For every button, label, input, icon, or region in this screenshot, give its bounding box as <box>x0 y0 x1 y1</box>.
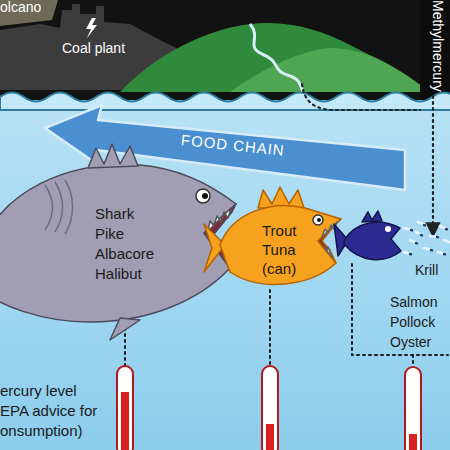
fish-fin <box>88 144 138 168</box>
mercury-flow-arrow <box>432 96 434 230</box>
fish-species-label: Trout Tuna (can) <box>262 221 296 278</box>
scale-label: EPA advice for <box>0 402 97 419</box>
fish-node: Trout Tuna (can) <box>215 195 345 295</box>
fish-fin <box>110 318 140 340</box>
mercury-flow-line <box>302 84 420 110</box>
sky <box>420 0 450 100</box>
scale-label: onsumption) <box>0 422 83 439</box>
fish-body <box>344 222 401 259</box>
fish-fin <box>258 187 304 208</box>
fish-teeth <box>208 208 231 231</box>
fish-species-label: Shark Pike Albacore Halibut <box>95 204 154 284</box>
arrow-label: FOOD CHAIN <box>180 131 285 159</box>
mercury-level <box>266 424 274 450</box>
fish-gills <box>45 180 73 234</box>
scale-label: ercury level <box>0 382 77 399</box>
thermometer <box>262 366 278 450</box>
fish-pupil <box>317 218 321 222</box>
fish-pupil <box>202 193 208 199</box>
fish-eye <box>385 226 391 232</box>
leader-line <box>412 355 414 367</box>
mercury-level <box>121 392 129 450</box>
lightning-symbol <box>86 18 97 38</box>
fish-body <box>220 206 341 285</box>
substance-label: Methylmercury <box>430 0 446 92</box>
krill <box>404 222 449 254</box>
organism-label: Krill <box>415 262 438 278</box>
thermometers <box>117 366 421 450</box>
fish-eye <box>196 189 210 203</box>
fish-node: Shark Pike Albacore Halibut <box>0 160 240 330</box>
fish-outline <box>335 212 405 267</box>
volcano <box>0 0 58 26</box>
krill-swarm <box>404 222 449 254</box>
fish-eye <box>313 215 323 225</box>
leader-line <box>269 290 271 366</box>
thermometer <box>405 367 421 450</box>
mercury-level <box>409 434 417 450</box>
water-surface-waves <box>0 93 450 111</box>
fish-node: Salmon Pollock Oyster <box>335 212 405 267</box>
sky <box>0 0 450 100</box>
place-label: Coal plant <box>62 40 125 56</box>
thermometer <box>117 366 133 450</box>
river <box>250 24 305 96</box>
place-label: olcano <box>0 0 41 15</box>
krill-head <box>410 225 447 254</box>
fish-fin <box>362 211 382 222</box>
fish-body <box>0 164 236 322</box>
fish-species-label: Salmon Pollock Oyster <box>390 292 437 352</box>
fish-teeth <box>323 246 332 257</box>
